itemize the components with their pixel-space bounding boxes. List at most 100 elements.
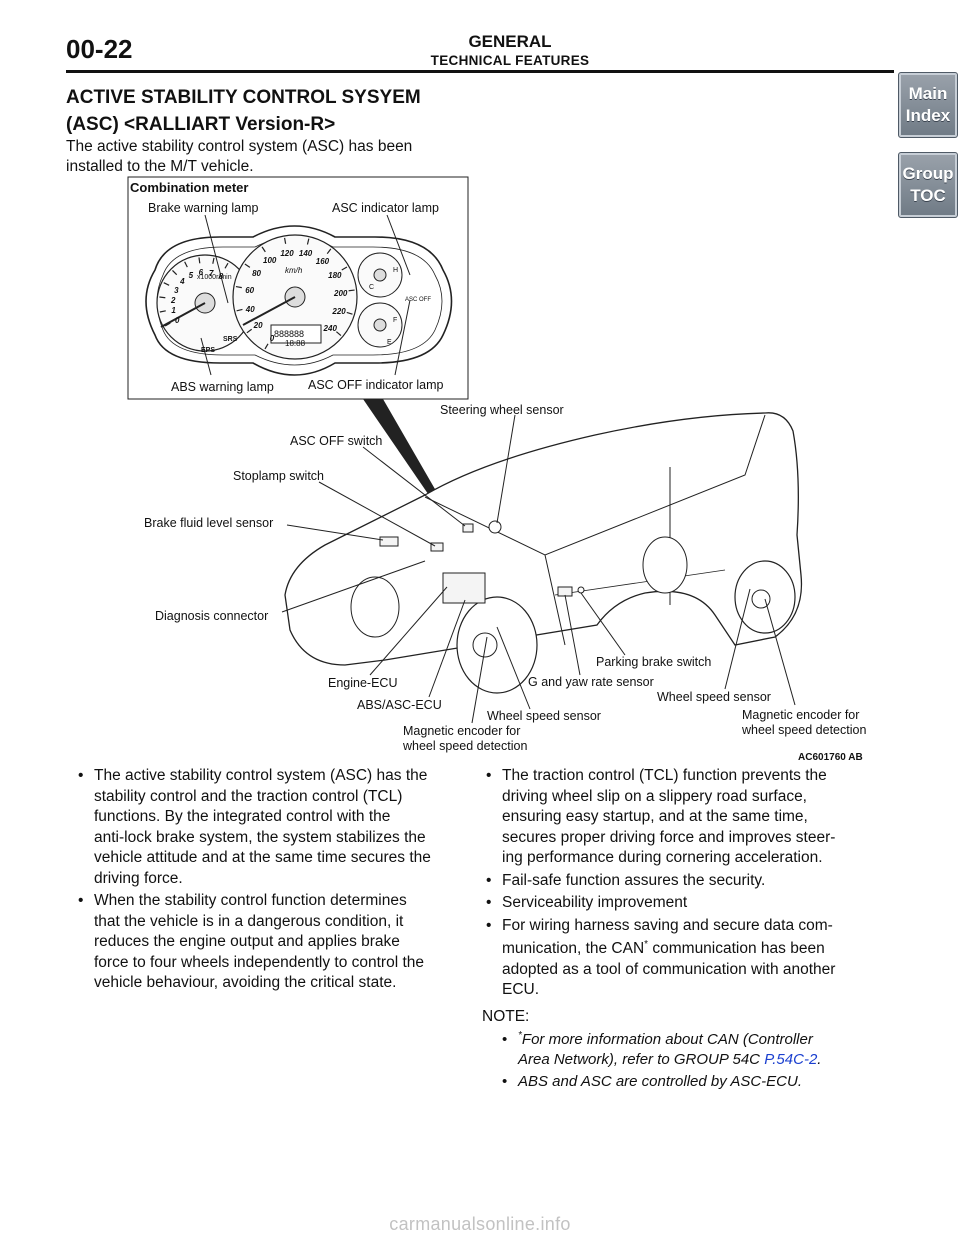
- brake-fluid-level-sensor-unit: [379, 536, 399, 547]
- list-item: • ABS and ASC are controlled by ASC-ECU.: [500, 1072, 900, 1092]
- tach-tick: [159, 310, 166, 313]
- left-bullet-list: • The active stability control system (A…: [74, 766, 474, 996]
- steering-wheel-sensor-unit: [488, 520, 502, 534]
- wheel-speed-sensor-rear-label: Wheel speed sensor: [657, 690, 771, 704]
- magnetic-encoder-front-line-1: Magnetic encoder for: [403, 724, 521, 738]
- page-title-line-1: ACTIVE STABILITY CONTROL SYSYEM: [66, 87, 421, 108]
- wheel-speed-sensor-front-label: Wheel speed sensor: [487, 709, 601, 723]
- text-line: Serviceability improvement: [502, 894, 688, 911]
- magnetic-encoder-front-label: Magnetic encoder for wheel speed detecti…: [403, 724, 527, 754]
- speed-tick-label: 60: [245, 286, 255, 295]
- tach-tick: [163, 282, 170, 286]
- car-windshield: [424, 414, 766, 556]
- abs-warning-lamp-line: [200, 337, 212, 376]
- rear-inner-wheel: [642, 536, 688, 594]
- speed-tick-label: 160: [315, 257, 330, 267]
- tach-tick-label: 4: [180, 277, 185, 287]
- speed-tick-label: 200: [334, 288, 348, 298]
- engine-ecu-label: Engine-ECU: [328, 676, 398, 690]
- speed-tick: [261, 246, 266, 253]
- page-link[interactable]: P.54C-2: [764, 1051, 818, 1068]
- tach-tick-label: 3: [174, 285, 179, 295]
- text-span: For more information about CAN (Controll…: [521, 1031, 813, 1048]
- abs-warning-lamp-label: ABS warning lamp: [171, 380, 274, 394]
- tach-tick-label: 8: [218, 272, 224, 282]
- text-line: munication, the CAN* communication has b…: [502, 939, 902, 960]
- asc-off-switch-label: ASC OFF switch: [290, 434, 383, 448]
- stoplamp-switch-unit: [430, 542, 444, 552]
- text-line: vehicle attitude and at the same time se…: [94, 849, 431, 866]
- tach-tick-label: 7: [209, 268, 214, 278]
- speed-tick-label: 40: [245, 304, 255, 314]
- bullet-icon: •: [486, 767, 492, 784]
- tach-unit-text: x1000r/min: [197, 274, 232, 281]
- fuel-e-text: E: [387, 339, 392, 346]
- g-yaw-rate-sensor-label: G and yaw rate sensor: [528, 675, 654, 689]
- text-line: functions. By the integrated control wit…: [94, 808, 391, 825]
- text-span: .: [817, 1051, 822, 1068]
- speed-tick: [335, 331, 342, 337]
- bullet-icon: •: [486, 894, 492, 911]
- asc-off-indicator-lamp-label: ASC OFF indicator lamp: [308, 378, 444, 392]
- combination-meter-label: Combination meter: [130, 180, 249, 195]
- steering-wheel-sensor-label: Steering wheel sensor: [440, 403, 564, 417]
- abs-asc-ecu-unit: [442, 572, 486, 604]
- bullet-icon: •: [78, 892, 84, 909]
- header-rule: [66, 70, 894, 73]
- bullet-icon: •: [486, 916, 492, 934]
- list-item: • Serviceability improvement: [482, 893, 902, 914]
- speed-tick-label: 140: [298, 249, 313, 259]
- text-line: The traction control (TCL) function prev…: [502, 767, 827, 784]
- asc-off-switch-line: [362, 446, 466, 527]
- abs-asc-ecu-line: [428, 599, 466, 698]
- bullet-icon: •: [78, 767, 84, 784]
- watermark-footer: carmanualsonline.info: [389, 1214, 571, 1234]
- parking-brake-switch-unit: [577, 586, 585, 594]
- speed-tick-label: 20: [253, 321, 263, 331]
- magnetic-encoder-front-line: [471, 636, 488, 724]
- bullet-icon: •: [502, 1031, 508, 1048]
- brake-fluid-level-sensor-line: [286, 524, 384, 541]
- speed-tick-label: 240: [323, 323, 337, 333]
- speed-tick: [264, 343, 269, 350]
- page-title-line-2: (ASC) <RALLIART Version-R>: [66, 114, 336, 135]
- asc-indicator-lamp-label: ASC indicator lamp: [332, 201, 439, 215]
- clock-text: 18:88: [285, 339, 306, 348]
- wheel-speed-sensor-rear-line: [724, 588, 751, 690]
- text-line: reduces the engine output and applies br…: [94, 933, 400, 950]
- speed-tick-label: 180: [328, 271, 342, 280]
- tach-tick: [184, 261, 188, 268]
- speed-tick-label: 0: [269, 333, 275, 343]
- group-toc-label-2: TOC: [910, 186, 946, 205]
- tach-tick: [172, 270, 178, 276]
- text-line: vehicle behaviour, avoiding the critical…: [94, 974, 397, 991]
- eps-text: EPS: [201, 347, 216, 354]
- text-line: ing performance during cornering acceler…: [502, 849, 823, 866]
- text-span: communication has been: [648, 940, 825, 957]
- intro-line-1: The active stability control system (ASC…: [66, 138, 413, 155]
- main-index-button[interactable]: Main Index: [898, 72, 958, 138]
- tach-tick: [224, 262, 229, 269]
- fuel-f-text: F: [393, 317, 398, 324]
- intro-line-2: installed to the M/T vehicle.: [66, 158, 254, 175]
- magnetic-encoder-rear-line: [764, 598, 796, 706]
- parking-brake-switch-line: [580, 592, 626, 656]
- parking-brake-switch-label: Parking brake switch: [596, 655, 712, 669]
- tach-tick-label: 5: [188, 271, 194, 281]
- text-line: anti-lock brake system, the system stabi…: [94, 828, 426, 846]
- text-line: force to four wheels independently to co…: [94, 953, 425, 971]
- main-index-label-1: Main: [908, 84, 948, 103]
- brake-warning-lamp-label: Brake warning lamp: [148, 201, 259, 215]
- speed-tick: [235, 285, 242, 289]
- text-line: stability control and the traction contr…: [94, 787, 403, 805]
- diagnosis-connector-label: Diagnosis connector: [155, 609, 269, 623]
- magnetic-encoder-front-line-2: wheel speed detection: [403, 739, 528, 753]
- tach-tick: [159, 296, 166, 299]
- wheel-speed-sensor-front-line: [496, 626, 531, 710]
- group-toc-button[interactable]: Group TOC: [898, 152, 958, 218]
- text-line: driving force.: [94, 869, 183, 887]
- abs-asc-ecu-label: ABS/ASC-ECU: [357, 698, 442, 712]
- magnetic-encoder-rear-label: Magnetic encoder for wheel speed detecti…: [742, 708, 866, 738]
- speed-tick-label: 100: [263, 255, 277, 265]
- speed-tick: [283, 237, 287, 244]
